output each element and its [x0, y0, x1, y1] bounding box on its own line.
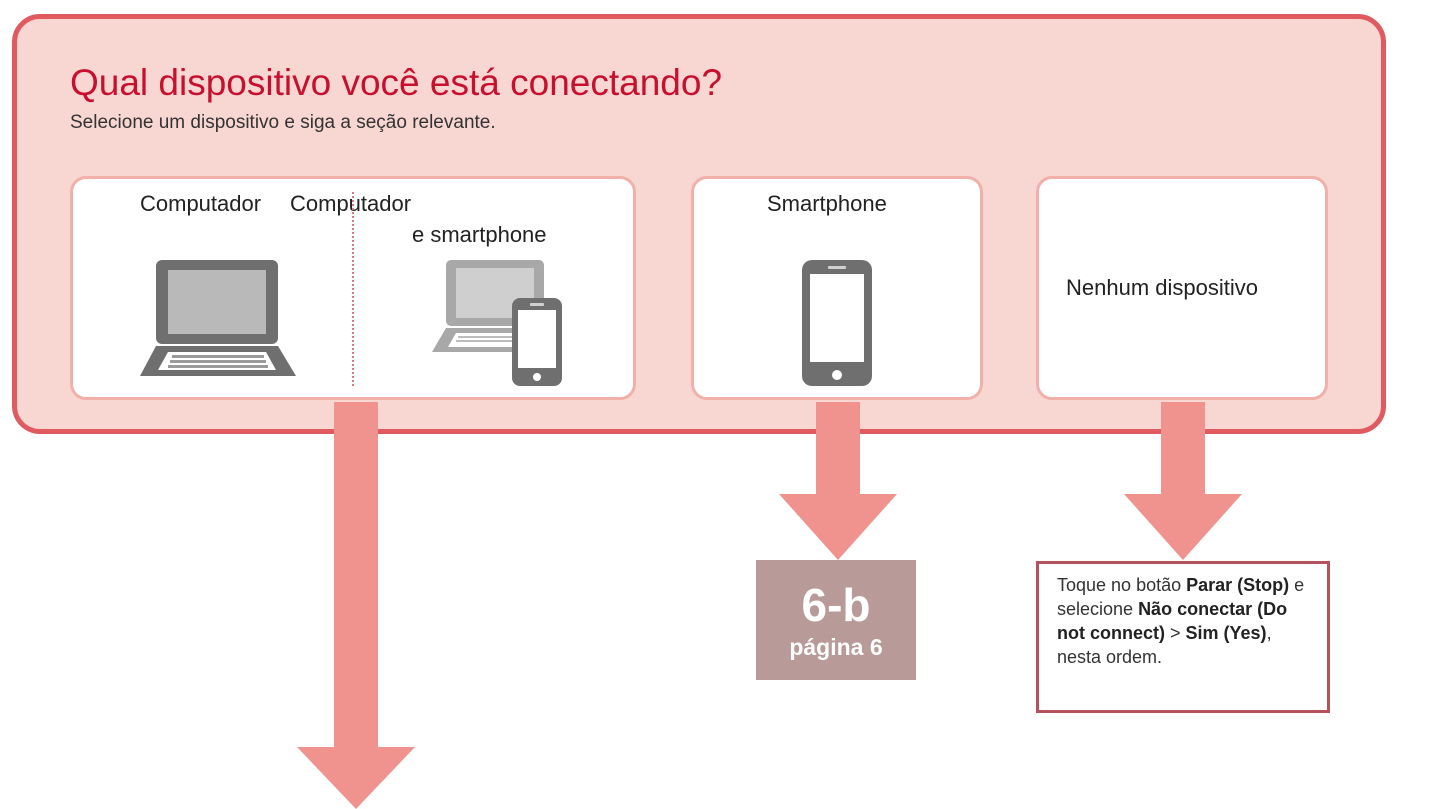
section-page: página 6 [789, 634, 883, 660]
card-computer-label: Computador [140, 191, 262, 216]
note-text-4: , nesta ordem. [1057, 623, 1272, 667]
card-divider [352, 192, 354, 386]
arrow-down-icon-computer [297, 402, 415, 809]
note-text-1: Toque no botão [1057, 575, 1187, 595]
section-code: 6-b [801, 579, 871, 631]
arrow-down-icon-smartphone [779, 402, 897, 560]
note-bold-stop: Parar (Stop) [1186, 575, 1290, 595]
card-computer-smartphone-label-2: e smartphone [412, 222, 547, 247]
note-text-2: e selecione [1057, 575, 1305, 619]
page-title: Qual dispositivo você está conectando? [70, 62, 723, 103]
note-bold-do-not-connect: Não conectar (Do not connect) [1057, 599, 1288, 643]
laptop-icon [140, 260, 296, 376]
card-smartphone-label: Smartphone [767, 191, 887, 216]
card-computer-smartphone-label-1: Computador [290, 191, 412, 216]
laptop-phone-icon [432, 260, 562, 386]
section-reference-box[interactable]: 6-b página 6 [756, 560, 916, 680]
smartphone-icon [802, 260, 872, 386]
page-subtitle: Selecione um dispositivo e siga a seção … [70, 112, 496, 133]
instruction-note: Toque no botão Parar (Stop) e selecione … [1036, 561, 1330, 713]
card-no-device[interactable] [1036, 176, 1328, 400]
note-bold-yes: Sim (Yes) [1185, 623, 1267, 643]
note-text-3: > [1165, 623, 1186, 643]
card-no-device-label: Nenhum dispositivo [1066, 275, 1258, 300]
arrow-down-icon-no-device [1124, 402, 1242, 560]
